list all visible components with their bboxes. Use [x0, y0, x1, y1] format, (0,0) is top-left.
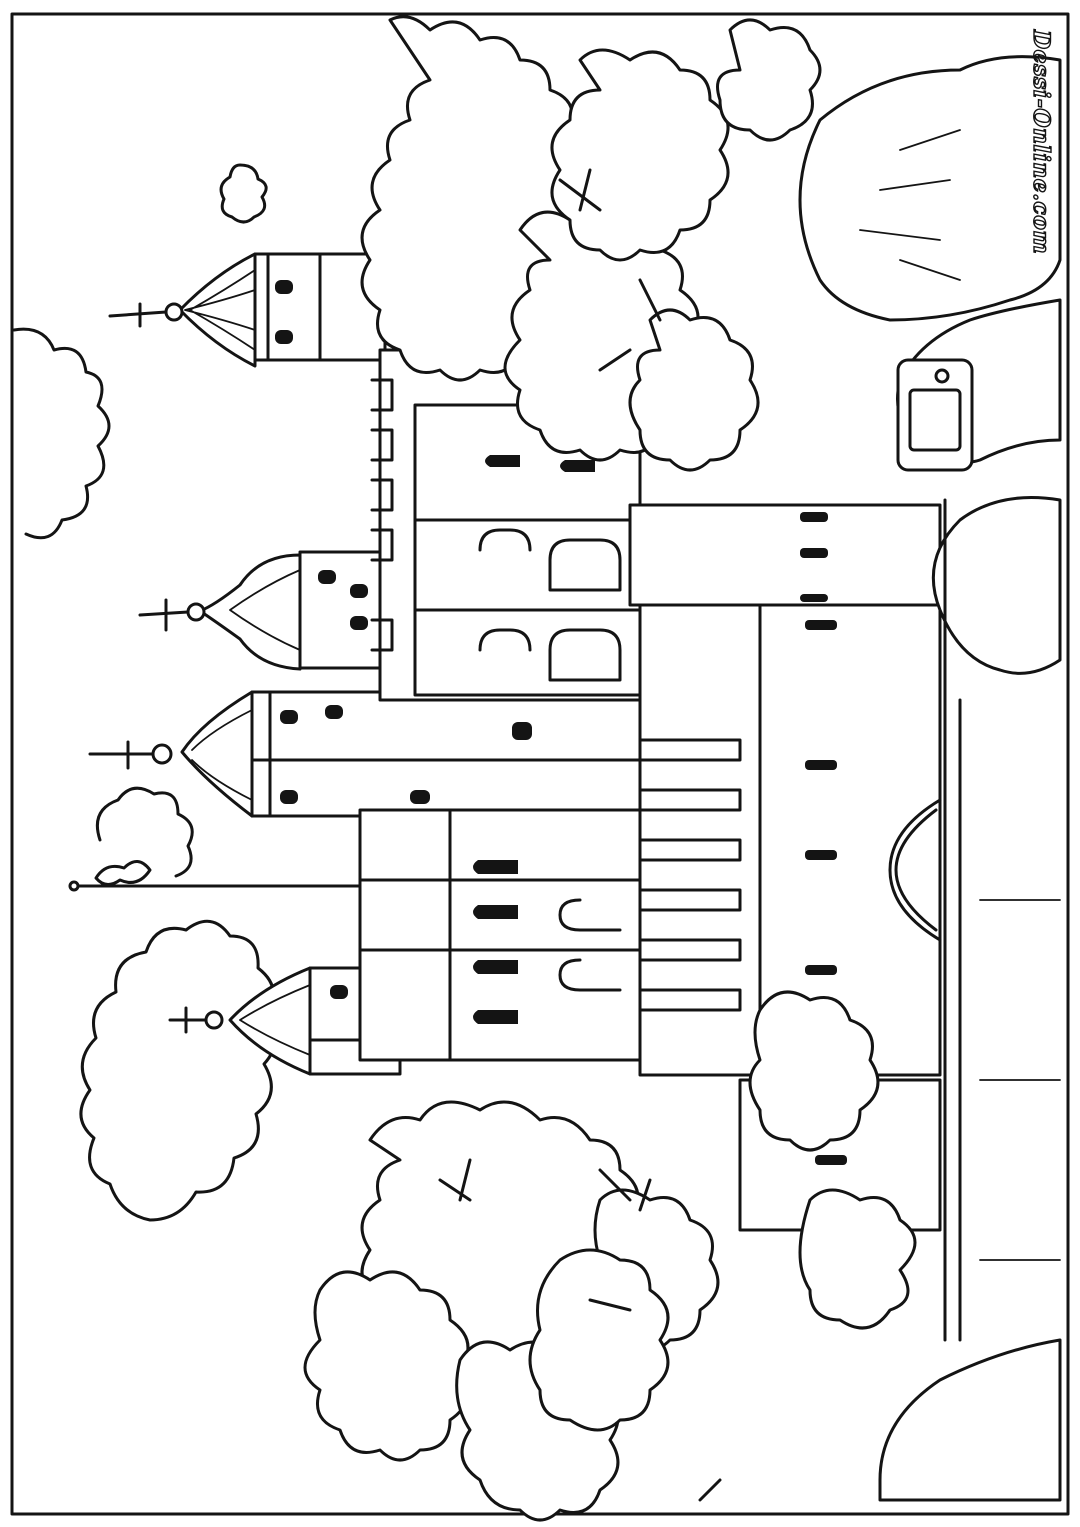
cloud-icon — [219, 163, 268, 224]
castle-battlements — [370, 378, 742, 1012]
castle-tower-dome — [138, 550, 382, 671]
tree-icon — [360, 15, 822, 472]
cloud-icon — [79, 786, 277, 1222]
flag-pole-icon — [68, 860, 374, 892]
castle-tower-top — [108, 252, 387, 368]
cloud-icon — [12, 327, 111, 540]
watermark-text: Dessi-Online.com — [1027, 29, 1054, 255]
castle-tower-tall — [88, 690, 664, 818]
ground-lines — [943, 498, 1061, 1342]
camera-icon — [896, 358, 974, 472]
tree-icon — [303, 990, 917, 1522]
